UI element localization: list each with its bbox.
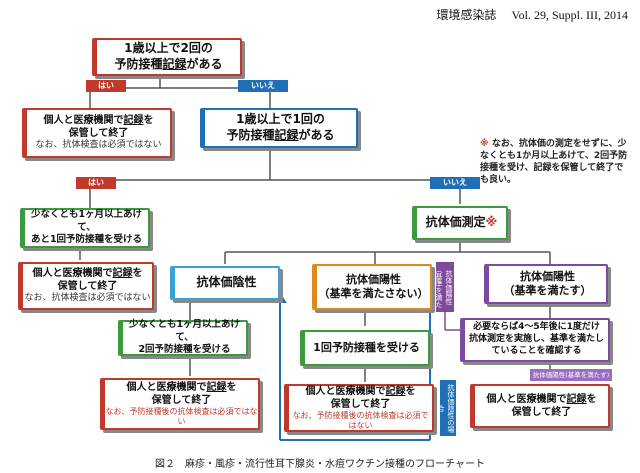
negative-label: 抗体価陰性 — [196, 275, 257, 290]
recheck-text: 必要ならば4～5年後に1度だけ抗体測定を実施し、基準を満たしていることを確認する — [469, 322, 605, 356]
keep-record-box-5: 個人と医療機関で記録を 保管して終了 — [470, 384, 610, 428]
antibody-test-mark: ※ — [485, 215, 498, 230]
note-body: なお、抗体価の測定をせずに、少なくとも1か月以上あけて、2回予防接種を受け、記録… — [480, 139, 628, 186]
keep-record-box-1: 個人と医療機関で記録を 保管して終了 なお、抗体検査は必須ではない — [22, 108, 172, 158]
green3-label: 1回予防接種を受ける — [313, 340, 420, 354]
keep4-line1: 個人と医療機関で記録を — [305, 385, 416, 397]
figure-caption: 図２ 麻疹・風疹・流行性耳下腺炎・水痘ワクチン接種のフローチャート — [155, 459, 485, 470]
q2-line2: 予防接種記録がある — [226, 128, 335, 142]
keep2-line3: なお、抗体検査は必須ではない — [24, 293, 151, 304]
recheck-box: 必要ならば4～5年後に1度だけ抗体測定を実施し、基準を満たしていることを確認する — [460, 318, 610, 362]
antibody-negative-box: 抗体価陰性 — [170, 266, 280, 300]
q1-line1: 1歳以上で2回の — [124, 41, 213, 56]
two-doses-box: 少なくとも1ヶ月以上あけて、 2回予防接種を受ける — [118, 319, 248, 356]
q1-box: 1歳以上で2回の 予防接種記録がある — [92, 38, 242, 76]
no-tag-1: いいえ — [238, 80, 288, 92]
keep-record-box-4: 個人と医療機関で記録を 保管して終了 なお、予防接種後の抗体検査は必須ではない — [284, 384, 434, 432]
antibody-positive-ok-box: 抗体価陽性 （基準を満たす） — [484, 264, 608, 304]
one-dose-box: 1回予防接種を受ける — [300, 330, 430, 366]
keep2-line1: 個人と医療機関で記録を — [32, 268, 143, 280]
keep3-line3: なお、予防接種後の抗体検査は必須ではない — [105, 406, 258, 426]
q2-line1: 1歳以上で1回の — [236, 112, 325, 127]
antibody-positive-low-box: 抗体価陽性 （基準を満たさない） — [312, 264, 432, 310]
keep1-line1: 個人と医療機関で記録を — [43, 115, 154, 127]
one-more-dose-box: 少なくとも1ヶ月以上あけて、 あと1回予防接種を受ける — [20, 208, 150, 248]
tag-positive-ok: 抗体価陽性(基準を満たす) — [530, 369, 612, 381]
keep5-line2: 保管して終了 — [511, 407, 572, 418]
keep-record-box-2: 個人と医療機関で記録を 保管して終了 なお、抗体検査は必須ではない — [18, 262, 154, 310]
q1-line2: 予防接種記録がある — [114, 57, 223, 71]
yes-tag-2: はい — [76, 177, 116, 189]
keep1-line3: なお、抗体検査は必須ではない — [35, 140, 162, 151]
keep4-line2: 保管して終了 — [330, 398, 391, 410]
green2-line1: 少なくとも1ヶ月以上あけて、 — [128, 319, 241, 343]
journal-header: 環境感染誌 Vol. 29, Suppl. III, 2014 — [436, 8, 628, 22]
vtag-positive-low: 抗体価陽性（基準を満たさない）場合 — [436, 262, 454, 312]
keep3-line1: 個人と医療機関で記録を — [126, 381, 237, 393]
note-mark: ※ — [480, 139, 489, 149]
green1-line2: あと1回予防接種を受ける — [30, 234, 143, 246]
keep4-line3: なお、予防接種後の抗体検査は必須ではない — [292, 410, 429, 430]
pos-low-line2: （基準を満たさない） — [318, 287, 429, 300]
green2-line2: 2回予防接種を受ける — [138, 344, 231, 356]
pos-ok-line2: （基準を満たす） — [503, 284, 592, 297]
keep2-line2: 保管して終了 — [57, 281, 118, 293]
vtag-negative: 抗体価陰性の場合 — [440, 380, 456, 436]
green1-line1: 少なくとも1ヶ月以上あけて、 — [30, 209, 143, 233]
keep3-line2: 保管して終了 — [151, 394, 212, 406]
note-text: ※ なお、抗体価の測定をせずに、少なくとも1か月以上あけて、2回予防接種を受け、… — [480, 138, 630, 187]
keep-record-box-3: 個人と医療機関で記録を 保管して終了 なお、予防接種後の抗体検査は必須ではない — [100, 378, 260, 430]
pos-ok-line1: 抗体価陽性 — [520, 269, 575, 283]
q2-box: 1歳以上で1回の 予防接種記録がある — [200, 108, 358, 148]
yes-tag-1: はい — [86, 80, 126, 92]
pos-low-line1: 抗体価陽性 — [346, 272, 401, 286]
no-tag-2: いいえ — [430, 177, 480, 189]
keep1-line2: 保管して終了 — [68, 128, 129, 140]
keep5-line1: 個人と医療機関で記録を — [486, 394, 597, 405]
antibody-test-box: 抗体価測定※ — [412, 206, 508, 240]
antibody-test-label: 抗体価測定 — [425, 215, 486, 230]
